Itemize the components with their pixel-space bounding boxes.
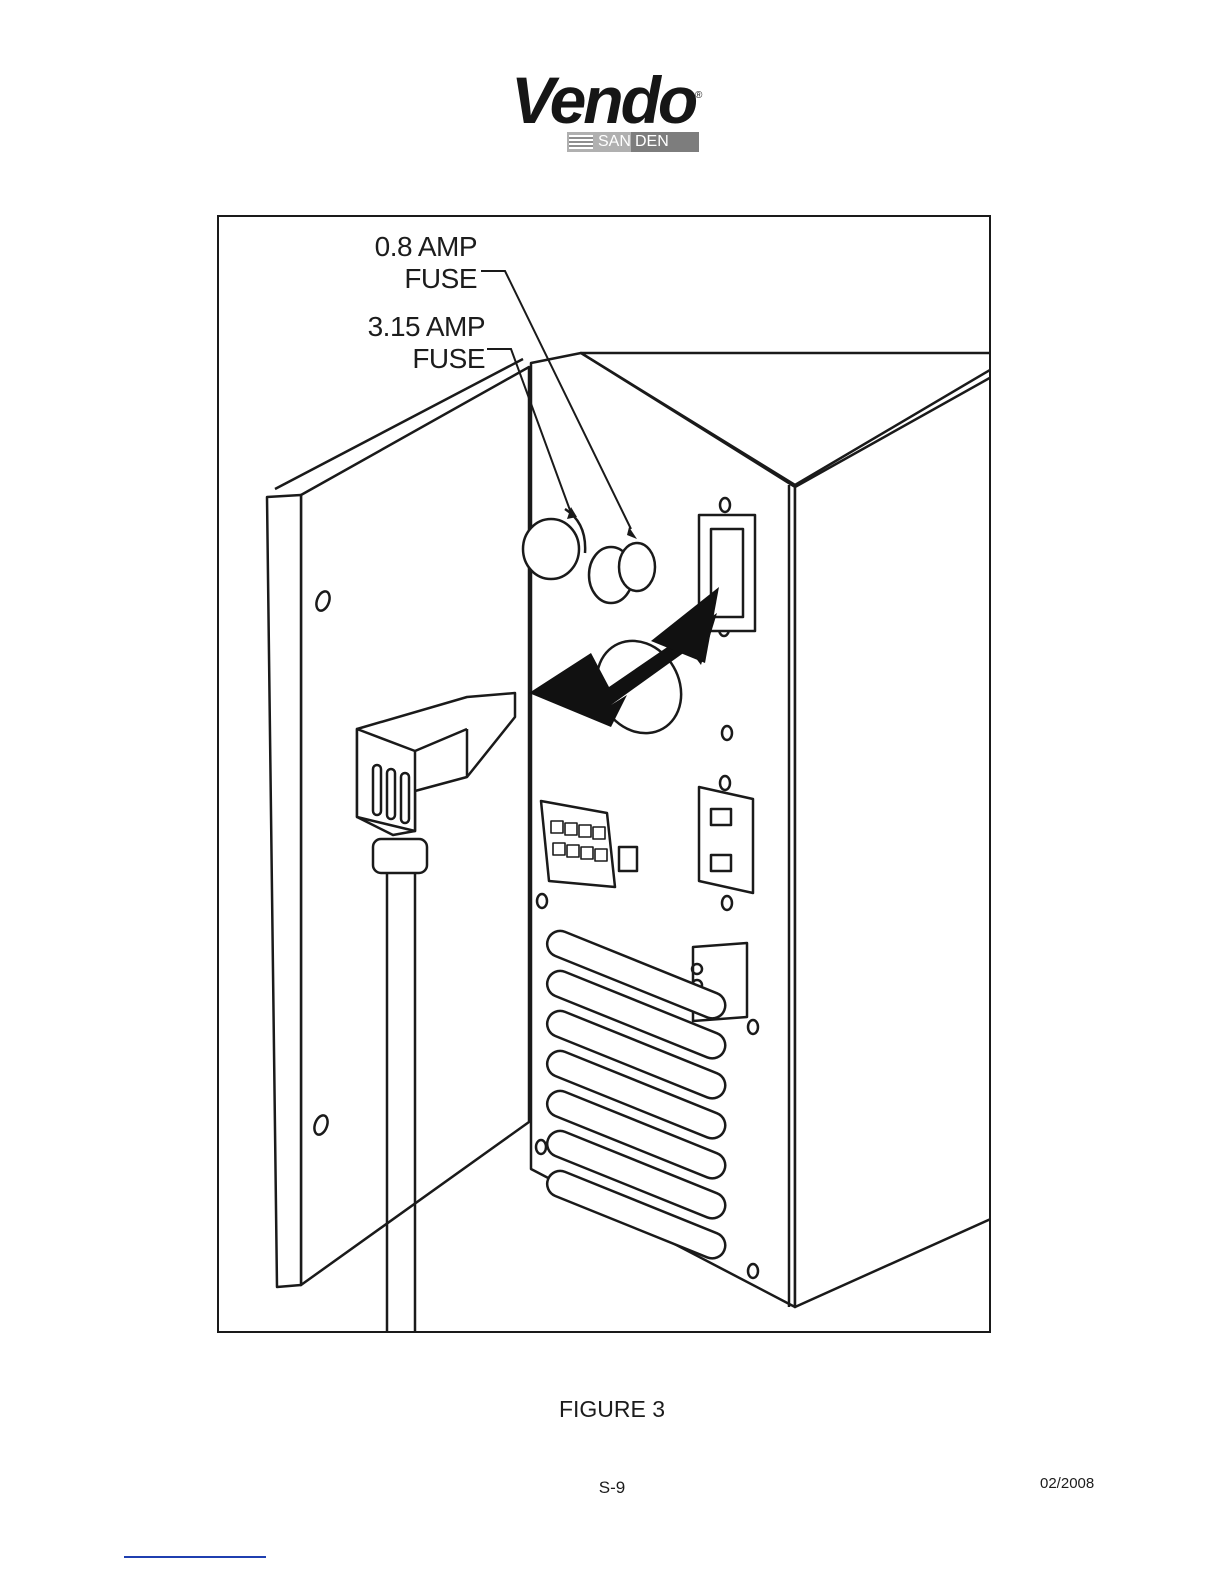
box-right-side — [795, 375, 991, 1307]
power-switch — [699, 787, 753, 893]
callout-3-15-line2: FUSE — [343, 343, 485, 375]
door-edge — [267, 495, 301, 1287]
logo-stripes — [569, 135, 593, 149]
fuse-panel-illustration — [219, 217, 991, 1333]
callout-3-15-amp-fuse: 3.15 AMP FUSE — [343, 311, 485, 375]
logo-san-text: SAN — [598, 132, 631, 152]
logo-sanden-bar: SAN DEN — [567, 132, 699, 152]
callout-3-15-line1: 3.15 AMP — [343, 311, 485, 343]
callout-0-8-line2: FUSE — [349, 263, 477, 295]
logo-den-box: DEN — [631, 132, 699, 152]
revision-date: 02/2008 — [1040, 1475, 1094, 1492]
footer-rule — [124, 1556, 266, 1558]
callout-0-8-amp-fuse: 0.8 AMP FUSE — [349, 231, 477, 295]
harness-connector — [541, 801, 615, 887]
vendo-sanden-logo: Vendo ® SAN DEN — [505, 68, 715, 158]
logo-registered-mark: ® — [695, 90, 702, 101]
figure-caption: FIGURE 3 — [0, 1396, 1224, 1423]
logo-den-text: DEN — [635, 132, 669, 152]
fuse-holder-3-15 — [523, 519, 579, 579]
logo-wordmark: Vendo — [511, 62, 695, 138]
figure-frame: 0.8 AMP FUSE 3.15 AMP FUSE — [217, 215, 991, 1333]
callout-0-8-line1: 0.8 AMP — [349, 231, 477, 263]
